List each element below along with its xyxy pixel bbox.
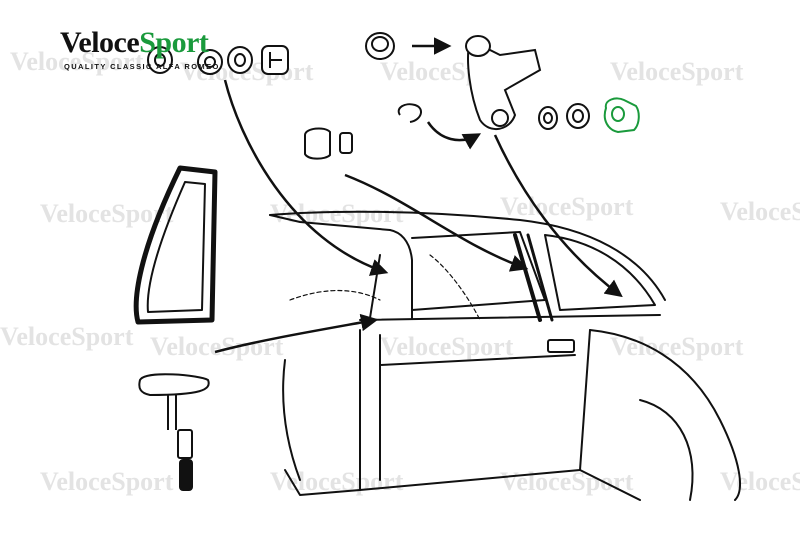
hinge-parts-row-left xyxy=(147,45,289,75)
svg-text:VeloceSport: VeloceSport xyxy=(40,199,174,228)
arrow xyxy=(344,173,529,272)
watermark: VeloceSport xyxy=(150,332,284,361)
arrow-layer xyxy=(214,37,623,354)
arrow xyxy=(493,134,623,298)
svg-text:VeloceSport: VeloceSport xyxy=(720,467,800,496)
watermark: VeloceSport xyxy=(500,192,634,221)
highlighted-cap xyxy=(603,97,640,134)
brand-name-part2: Sport xyxy=(139,26,209,59)
watermark: VeloceSport xyxy=(380,332,514,361)
svg-text:VeloceSport: VeloceSport xyxy=(500,192,634,221)
svg-text:VeloceSport: VeloceSport xyxy=(720,197,800,226)
watermark: VeloceSport xyxy=(40,467,174,496)
svg-text:VeloceSport: VeloceSport xyxy=(40,467,174,496)
svg-text:VeloceSport: VeloceSport xyxy=(610,57,744,86)
clip-parts xyxy=(304,127,353,160)
vent-window-seal xyxy=(133,165,218,325)
arrow xyxy=(214,313,379,354)
brand-name-part1: Veloce xyxy=(60,26,140,59)
brand-logo: VeloceSport QUALITY CLASSIC ALFA ROMEO xyxy=(60,26,260,76)
washer-parts xyxy=(538,103,590,130)
svg-text:VeloceSport: VeloceSport xyxy=(380,332,514,361)
svg-text:VeloceSport: VeloceSport xyxy=(0,322,134,351)
watermark: VeloceSport xyxy=(720,467,800,496)
brand-name: VeloceSport xyxy=(60,26,209,60)
watermark: VeloceSport xyxy=(720,197,800,226)
svg-text:VeloceSport: VeloceSport xyxy=(10,47,144,76)
car-outline xyxy=(269,210,741,501)
svg-text:VeloceSport: VeloceSport xyxy=(150,332,284,361)
watermark: VeloceSport xyxy=(10,47,144,76)
watermark: VeloceSport xyxy=(610,57,744,86)
watermark: VeloceSport xyxy=(40,199,174,228)
watermark: VeloceSport xyxy=(610,332,744,361)
watermark-layer: VeloceSport VeloceSport VeloceSport Velo… xyxy=(0,47,800,496)
arrow xyxy=(426,121,482,150)
vent-latch-handle xyxy=(138,373,210,491)
brand-tagline: QUALITY CLASSIC ALFA ROMEO xyxy=(64,62,220,71)
watermark: VeloceSport xyxy=(0,322,134,351)
arrow xyxy=(223,79,389,276)
svg-text:VeloceSport: VeloceSport xyxy=(610,332,744,361)
hinge-bracket-assembly xyxy=(365,32,542,130)
